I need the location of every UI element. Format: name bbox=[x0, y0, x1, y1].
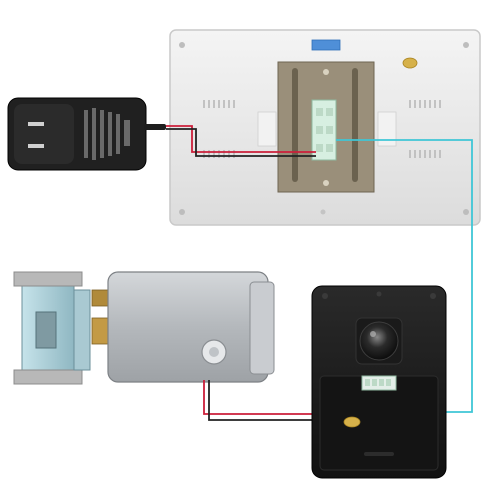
monitor-label-sticker-right bbox=[377, 111, 397, 147]
lock-side-plate bbox=[249, 281, 275, 375]
lock-latch bbox=[91, 317, 111, 345]
bracket-slot bbox=[292, 68, 298, 182]
camera-terminal-pin bbox=[386, 379, 391, 386]
monitor-screw bbox=[179, 42, 185, 48]
camera-brass-label bbox=[343, 416, 361, 428]
adapter-plug-face bbox=[14, 104, 74, 164]
camera-screw bbox=[376, 291, 382, 297]
monitor-top-port bbox=[311, 39, 341, 51]
monitor-terminal-pin bbox=[316, 144, 323, 152]
strike-plate bbox=[13, 271, 91, 385]
camera-screw bbox=[322, 293, 328, 299]
monitor-screw bbox=[320, 209, 326, 215]
adapter-label-markings bbox=[84, 108, 130, 160]
adapter-prong bbox=[28, 122, 44, 126]
monitor-screw bbox=[463, 42, 469, 48]
camera-terminal-pin bbox=[379, 379, 384, 386]
camera-bottom-vent bbox=[364, 452, 394, 456]
monitor-vent-right bbox=[409, 100, 441, 158]
black-wire bbox=[166, 128, 316, 157]
indoor-monitor bbox=[169, 29, 481, 226]
monitor-screw bbox=[463, 209, 469, 215]
camera-terminal-pin bbox=[365, 379, 370, 386]
camera-lens-glint bbox=[370, 331, 376, 337]
electric-lock bbox=[91, 271, 275, 383]
camera-lens bbox=[359, 321, 399, 361]
red-wire bbox=[166, 125, 316, 153]
monitor-terminal-pin bbox=[316, 126, 323, 134]
monitor-terminal-pin bbox=[316, 108, 323, 116]
power-adapter bbox=[7, 97, 166, 171]
monitor-terminal-pin bbox=[326, 108, 333, 116]
lock-keyhole bbox=[209, 347, 219, 357]
wire-adapter-to-monitor bbox=[166, 125, 316, 157]
monitor-label-sticker bbox=[257, 111, 277, 147]
monitor-terminal-pin bbox=[326, 144, 333, 152]
strike-opening bbox=[35, 311, 57, 349]
outdoor-camera-unit bbox=[311, 285, 447, 479]
monitor-terminal-pin bbox=[326, 126, 333, 134]
adapter-prong bbox=[28, 144, 44, 148]
monitor-screw bbox=[179, 209, 185, 215]
bracket-screw bbox=[323, 69, 329, 75]
strike-mount-tab bbox=[73, 289, 91, 371]
lock-bolt bbox=[91, 289, 111, 307]
strike-top-cap bbox=[13, 271, 83, 287]
adapter-cord bbox=[144, 124, 166, 130]
monitor-brass-knob bbox=[402, 57, 418, 69]
bracket-slot bbox=[352, 68, 358, 182]
strike-bottom-cap bbox=[13, 369, 83, 385]
camera-screw bbox=[430, 293, 436, 299]
lock-body bbox=[107, 271, 269, 383]
bracket-screw bbox=[323, 180, 329, 186]
camera-terminal-pin bbox=[372, 379, 377, 386]
